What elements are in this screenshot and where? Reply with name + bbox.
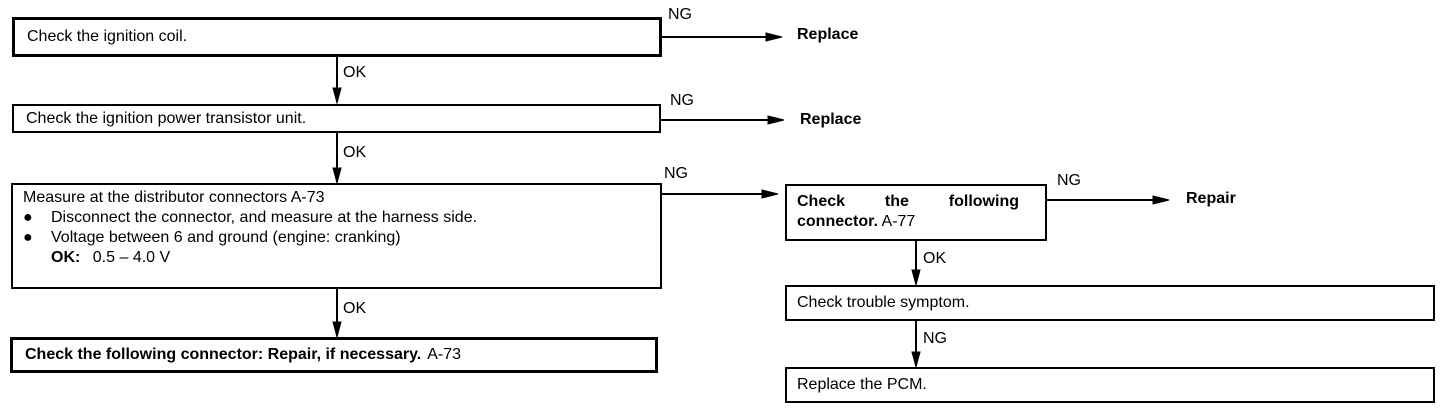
ng-label: NG bbox=[923, 330, 947, 347]
step-replace-pcm: Replace the PCM. bbox=[785, 367, 1435, 403]
connector-ref: A-77 bbox=[881, 213, 916, 230]
bullet-text: Voltage between 6 and ground (engine: cr… bbox=[51, 229, 401, 246]
ok-criterion: OK: 0.5 – 4.0 V bbox=[23, 248, 660, 268]
step-check-trouble-symptom: Check trouble symptom. bbox=[785, 285, 1435, 321]
ok-label: OK bbox=[343, 300, 367, 317]
step-text: Check the ignition power transistor unit… bbox=[26, 109, 307, 127]
bullet-item: ● Voltage between 6 and ground (engine: … bbox=[23, 228, 660, 248]
step-title: Measure at the distributor connectors A-… bbox=[23, 189, 325, 206]
step-text: Check the ignition coil. bbox=[27, 28, 188, 45]
bullet-icon: ● bbox=[23, 229, 33, 246]
ng-label: NG bbox=[1057, 172, 1081, 189]
step-check-connector-a77: Check the following connector. A-77 bbox=[785, 184, 1047, 241]
step-text: Replace the PCM. bbox=[797, 376, 927, 393]
arrowhead-step2-ok bbox=[332, 167, 342, 185]
arrowhead-step1-ok bbox=[332, 87, 342, 105]
ok-key: OK: bbox=[51, 249, 81, 266]
step-text: Check the following connector: Repair, i… bbox=[25, 346, 422, 363]
bullet-icon: ● bbox=[23, 209, 33, 226]
bullet-text: Disconnect the connector, and measure at… bbox=[51, 209, 478, 226]
ok-value: 0.5 – 4.0 V bbox=[92, 249, 171, 266]
result-replace: Replace bbox=[800, 111, 862, 128]
ng-label: NG bbox=[668, 6, 692, 23]
step-text-line1: Check the following bbox=[797, 193, 1019, 210]
arrowhead-step2-ng bbox=[767, 115, 785, 125]
ok-label: OK bbox=[923, 250, 947, 267]
step-check-connector-a73: Check the following connector: Repair, i… bbox=[10, 337, 658, 373]
arrowhead-stepA-ng bbox=[1152, 195, 1170, 205]
step-check-power-transistor: Check the ignition power transistor unit… bbox=[12, 104, 661, 133]
connector-ref: A-73 bbox=[427, 346, 462, 363]
ok-label: OK bbox=[343, 64, 367, 81]
step-text-bold: connector. bbox=[797, 213, 878, 230]
ok-label: OK bbox=[343, 144, 367, 161]
arrowhead-step1-ng bbox=[765, 32, 783, 42]
step-text-line2: connector. A-77 bbox=[797, 212, 1045, 232]
result-replace: Replace bbox=[797, 26, 859, 43]
ng-label: NG bbox=[664, 165, 688, 182]
step-measure-distributor-connector: Measure at the distributor connectors A-… bbox=[11, 183, 662, 289]
result-repair: Repair bbox=[1186, 190, 1236, 207]
arrowhead-stepA-ok bbox=[911, 269, 921, 287]
arrowhead-stepB-ng bbox=[911, 351, 921, 369]
arrowhead-step3-ng bbox=[761, 189, 779, 199]
step-text: Check trouble symptom. bbox=[797, 294, 970, 311]
step-check-ignition-coil: Check the ignition coil. bbox=[12, 17, 662, 57]
ng-label: NG bbox=[670, 92, 694, 109]
arrowhead-step3-ok bbox=[332, 321, 342, 339]
bullet-item: ● Disconnect the connector, and measure … bbox=[23, 208, 660, 228]
